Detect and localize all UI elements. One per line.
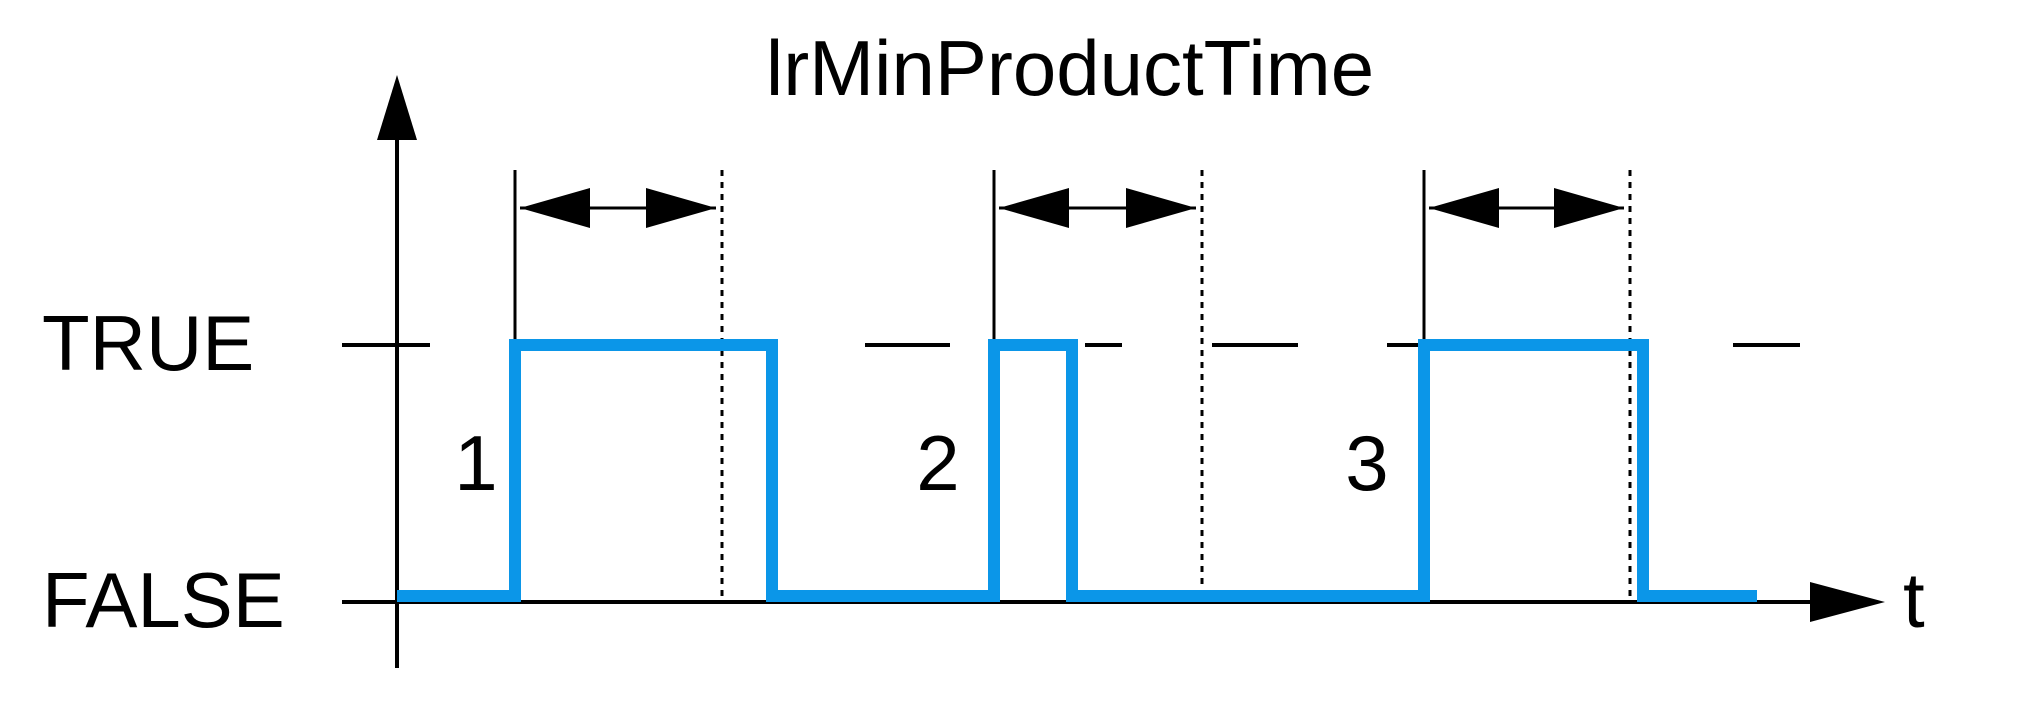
arrow-left-icon [1429,188,1499,228]
true-level-label: TRUE [42,299,254,387]
x-axis-arrow-icon [1810,582,1885,622]
diagram-title: lrMinProductTime [766,24,1374,112]
time-axis-label: t [1903,556,1925,644]
arrow-right-icon [646,188,716,228]
pulse-label-3: 3 [1345,419,1388,507]
arrow-left-icon [999,188,1069,228]
pulse-label-1: 1 [454,419,497,507]
pulse-label-2: 2 [916,419,959,507]
y-axis [377,75,417,668]
signal-trace [397,339,1757,602]
arrow-right-icon [1554,188,1624,228]
y-axis-arrow-icon [377,75,417,140]
min-time-arrows [520,188,1624,228]
false-level-label: FALSE [42,556,285,644]
arrow-right-icon [1126,188,1196,228]
arrow-left-icon [520,188,590,228]
